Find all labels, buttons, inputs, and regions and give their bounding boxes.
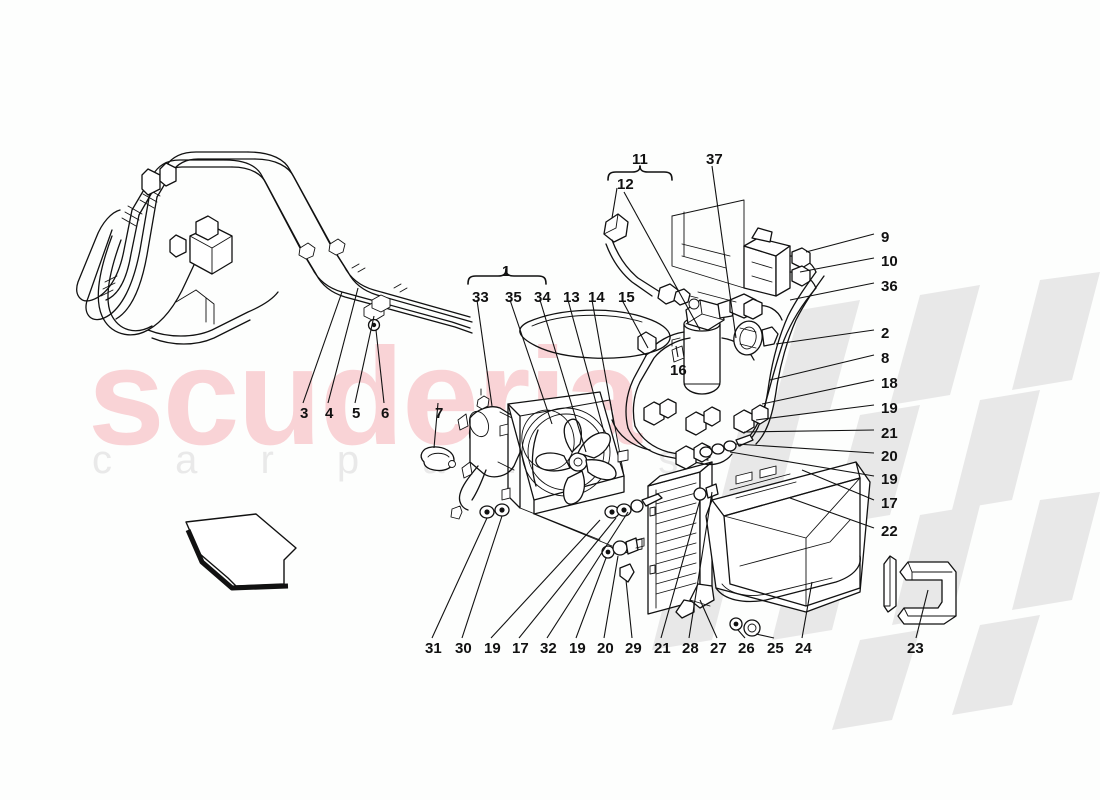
callout-11[interactable]: 11	[632, 151, 648, 168]
direction-arrow	[185, 513, 297, 591]
temperature-sensor-12	[603, 213, 699, 306]
callout-37[interactable]: 37	[706, 151, 723, 168]
callout-25[interactable]: 25	[767, 640, 784, 657]
condenser-duct	[689, 461, 871, 613]
callout-33[interactable]: 33	[472, 289, 489, 306]
leader-lines	[302, 165, 929, 639]
callout-24[interactable]: 24	[795, 640, 812, 657]
callout-27[interactable]: 27	[710, 640, 727, 657]
callout-20-bottom[interactable]: 20	[597, 640, 614, 657]
callout-35[interactable]: 35	[505, 289, 522, 306]
fasteners	[367, 318, 761, 637]
hose-block-connector	[189, 215, 233, 275]
callout-13[interactable]: 13	[563, 289, 580, 306]
hose-clamp-7	[420, 446, 456, 472]
callout-4[interactable]: 4	[325, 405, 334, 422]
callout-1[interactable]: 1	[502, 263, 511, 280]
callout-28[interactable]: 28	[682, 640, 699, 657]
callout-36[interactable]: 36	[881, 278, 898, 295]
callout-3[interactable]: 3	[300, 405, 309, 422]
callout-5[interactable]: 5	[352, 405, 361, 422]
callout-26[interactable]: 26	[738, 640, 755, 657]
refrigerant-hose-bundle	[76, 151, 473, 345]
seal-trim-u-bracket	[883, 555, 957, 625]
callout-7[interactable]: 7	[435, 405, 444, 422]
compressor	[450, 388, 525, 520]
callout-12[interactable]: 12	[617, 176, 634, 193]
callout-23[interactable]: 23	[907, 640, 924, 657]
callout-9[interactable]: 9	[881, 229, 890, 246]
callout-30[interactable]: 30	[455, 640, 472, 657]
callout-18[interactable]: 18	[881, 375, 898, 392]
callout-10[interactable]: 10	[881, 253, 898, 270]
group-brackets	[467, 165, 673, 285]
callout-29[interactable]: 29	[625, 640, 642, 657]
callout-19-right-a[interactable]: 19	[881, 400, 898, 417]
callout-6[interactable]: 6	[381, 405, 390, 422]
callout-19-bottom-b[interactable]: 19	[569, 640, 586, 657]
callout-32[interactable]: 32	[540, 640, 557, 657]
callout-20-right[interactable]: 20	[881, 448, 898, 465]
callout-17-bottom[interactable]: 17	[512, 640, 529, 657]
callout-14[interactable]: 14	[588, 289, 605, 306]
callout-19-right-b[interactable]: 19	[881, 471, 898, 488]
callout-16[interactable]: 16	[670, 362, 687, 379]
callout-8[interactable]: 8	[881, 350, 890, 367]
callout-19-bottom-a[interactable]: 19	[484, 640, 501, 657]
callout-22[interactable]: 22	[881, 523, 898, 540]
pressure-switch	[733, 320, 779, 356]
receiver-drier-assembly	[625, 293, 783, 429]
callout-2[interactable]: 2	[881, 325, 890, 342]
cooling-fan-assembly	[499, 391, 629, 547]
callout-21-bottom[interactable]: 21	[654, 640, 671, 657]
service-valve-block	[671, 199, 817, 303]
callout-15[interactable]: 15	[618, 289, 635, 306]
callout-34[interactable]: 34	[534, 289, 551, 306]
callout-31[interactable]: 31	[425, 640, 442, 657]
callout-21-right[interactable]: 21	[881, 425, 898, 442]
callout-17-right[interactable]: 17	[881, 495, 898, 512]
